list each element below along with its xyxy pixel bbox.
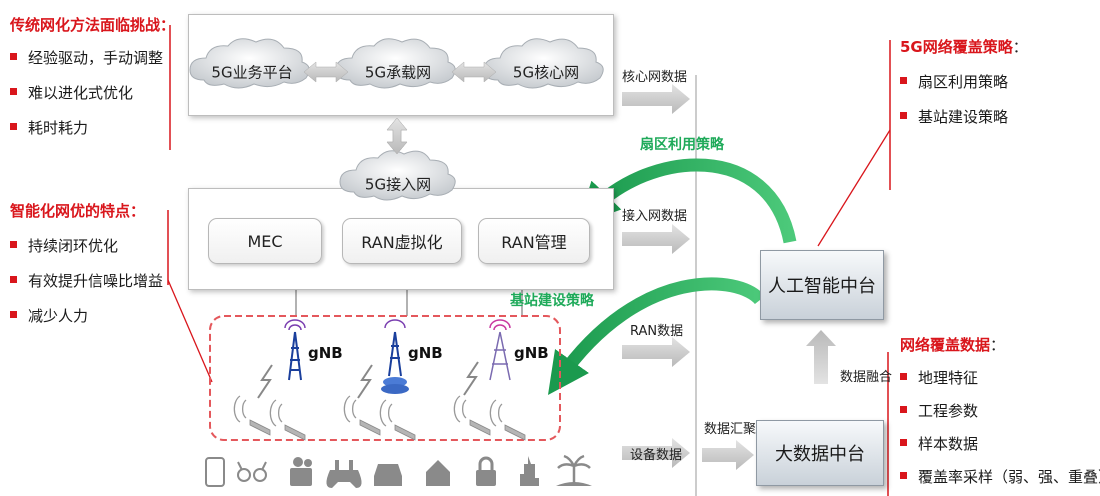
access-data-label: 接入网数据 <box>622 209 688 224</box>
signal-bolt-icon <box>357 364 373 399</box>
coverage-data-title: 网络覆盖数据 <box>900 336 991 354</box>
city-icon <box>520 456 539 486</box>
ran-virtualization-box: RAN虚拟化 <box>342 218 462 264</box>
ai-center-box: 人工智能中台 <box>760 250 884 320</box>
ran-group-outline <box>209 315 561 441</box>
flow-arrow-ran <box>622 337 690 367</box>
coverage-strategy-title: 5G网络覆盖策略 <box>900 38 1013 56</box>
phone-icon <box>205 457 225 487</box>
gnb-label: gNB <box>308 344 343 362</box>
cloud-label-core: 5G核心网 <box>512 63 580 82</box>
flow-arrow-device <box>622 438 690 468</box>
list-item: 持续闭环优化 <box>10 235 163 256</box>
feature-title: 智能化网优的特点： <box>10 202 146 220</box>
cloud-label-transport: 5G承载网 <box>364 63 432 82</box>
list-item: 耗时耗力 <box>10 117 175 138</box>
coverage-strategy-list: 扇区利用策略 基站建设策略 <box>900 71 1028 127</box>
title-colon: ： <box>990 336 1006 354</box>
tower-icon <box>489 319 511 381</box>
camera-icon <box>290 457 312 486</box>
antenna-panels <box>249 419 526 441</box>
data-fusion-label: 数据融合 <box>840 370 893 385</box>
flow-arrow-access <box>622 224 690 254</box>
lock-icon <box>476 456 496 486</box>
gnb-label: gNB <box>514 344 549 362</box>
feature-list: 持续闭环优化 有效提升信噪比增益 减少人力 <box>10 235 163 326</box>
tower-icon <box>284 319 306 381</box>
list-item: 覆盖率采样（弱、强、重叠） <box>900 466 1100 487</box>
tower-icon <box>381 319 409 394</box>
list-item: 扇区利用策略 <box>900 71 1028 92</box>
cloud-transport-network <box>335 38 456 89</box>
bigdata-center-box: 大数据中台 <box>756 420 884 486</box>
station-strategy-arrow <box>547 277 766 395</box>
right-top-section: 5G网络覆盖策略： 扇区利用策略 基站建设策略 <box>900 36 1028 127</box>
challenge-list: 经验驱动，手动调整 难以进化式优化 耗时耗力 <box>10 47 175 138</box>
data-aggregation-label: 数据汇聚 <box>704 422 757 437</box>
cloud-label-business: 5G业务平台 <box>211 63 293 82</box>
sector-strategy-arrow <box>577 158 797 244</box>
list-item: 样本数据 <box>900 433 1100 454</box>
house-icon <box>426 460 450 486</box>
ran-data-label: RAN数据 <box>630 324 684 339</box>
list-item: 基站建设策略 <box>900 106 1028 127</box>
cloud-access-network <box>339 150 456 201</box>
list-item: 地理特征 <box>900 367 1100 388</box>
list-item: 工程参数 <box>900 400 1100 421</box>
right-top-connector <box>817 129 891 247</box>
cloud-arrow-1 <box>303 61 349 83</box>
glasses-icon <box>237 461 267 482</box>
island-icon <box>556 454 592 486</box>
left-mid-connector <box>167 279 213 383</box>
left-mid-section: 智能化网优的特点： 持续闭环优化 有效提升信噪比增益 减少人力 <box>10 200 163 326</box>
list-item: 有效提升信噪比增益 <box>10 270 163 291</box>
antenna-waves <box>233 395 503 427</box>
cloud-business-platform <box>189 38 310 89</box>
list-item: 难以进化式优化 <box>10 82 175 103</box>
device-data-label: 设备数据 <box>630 448 683 463</box>
flow-arrow-aggregation <box>702 440 754 470</box>
list-item: 减少人力 <box>10 305 163 326</box>
mec-box: MEC <box>208 218 322 264</box>
left-top-section: 传统网化方法面临挑战： 经验驱动，手动调整 难以进化式优化 耗时耗力 <box>10 14 175 138</box>
signal-bolt-icon <box>257 364 273 399</box>
flow-arrow-fusion <box>806 330 836 384</box>
sector-strategy-label: 扇区利用策略 <box>640 137 724 153</box>
flow-arrow-core <box>622 84 690 114</box>
core-access-arrow <box>386 117 408 155</box>
coverage-data-list: 地理特征 工程参数 样本数据 覆盖率采样（弱、强、重叠） <box>900 367 1100 487</box>
car-icon <box>374 464 402 486</box>
gnb-label: gNB <box>408 344 443 362</box>
cloud-arrow-2 <box>451 61 497 83</box>
right-bottom-section: 网络覆盖数据： 地理特征 工程参数 样本数据 覆盖率采样（弱、强、重叠） <box>900 334 1100 487</box>
gamepad-icon <box>326 460 362 488</box>
cloud-core-network <box>483 38 604 89</box>
core-data-label: 核心网数据 <box>622 70 688 85</box>
ran-management-box: RAN管理 <box>478 218 590 264</box>
challenge-title: 传统网化方法面临挑战： <box>10 16 176 34</box>
list-item: 经验驱动，手动调整 <box>10 47 175 68</box>
station-strategy-label: 基站建设策略 <box>510 293 594 309</box>
title-colon: ： <box>1012 38 1028 56</box>
signal-bolt-icon <box>463 361 479 396</box>
cloud-label-access: 5G接入网 <box>364 175 432 194</box>
